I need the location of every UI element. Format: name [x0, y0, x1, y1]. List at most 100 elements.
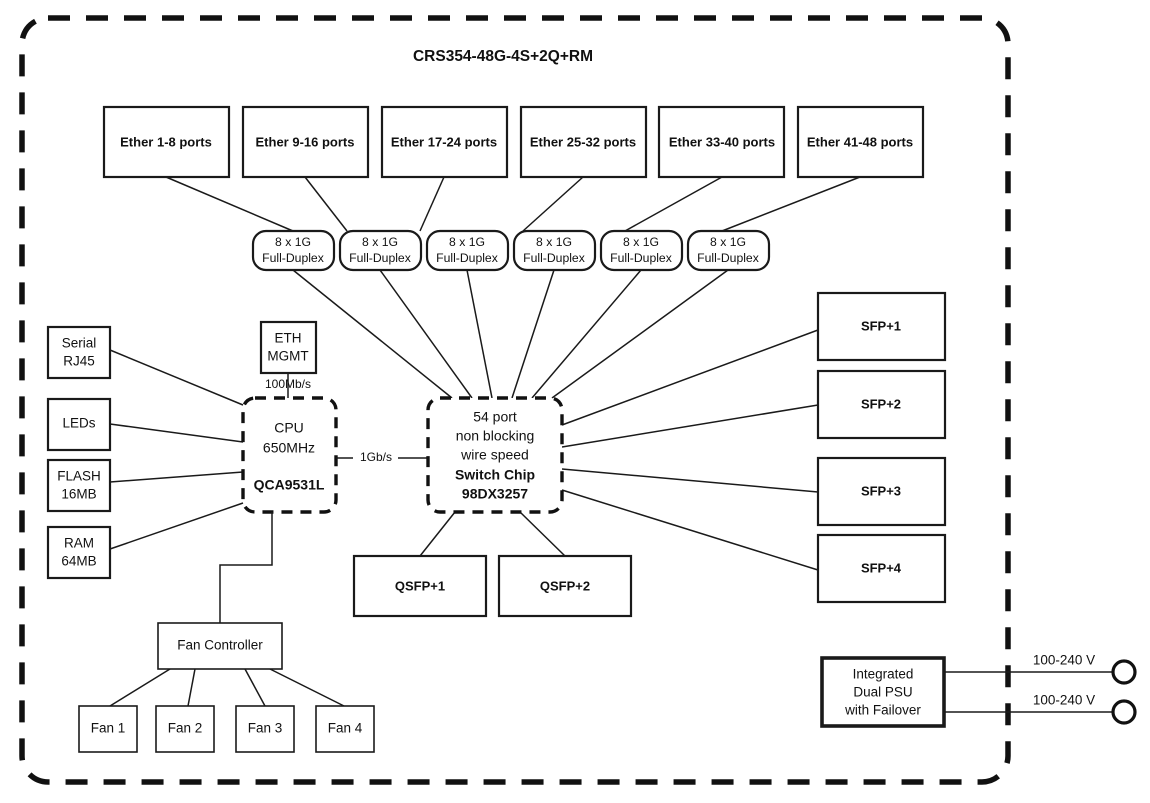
power-inputs: 100-240 V 100-240 V: [1033, 653, 1137, 725]
power-input-label: 100-240 V: [1033, 653, 1095, 668]
port-group-pill[interactable]: 8 x 1G Full-Duplex: [338, 229, 423, 272]
power-input-label: 100-240 V: [1033, 693, 1095, 708]
fan-label: Fan 1: [91, 721, 126, 736]
ether-port-label: Ether 25-32 ports: [530, 134, 636, 149]
sfp-port-label: SFP+4: [861, 560, 902, 575]
sfp-port-boxes: SFP+1 SFP+2 SFP+3 SFP+4: [816, 291, 947, 604]
ether-port-box[interactable]: Ether 25-32 ports: [519, 105, 648, 179]
ether-port-box[interactable]: Ether 33-40 ports: [657, 105, 786, 179]
sfp-port-label: SFP+1: [861, 318, 901, 333]
qsfp-port-box[interactable]: QSFP+1: [352, 554, 488, 618]
ether-port-box[interactable]: Ether 1-8 ports: [102, 105, 231, 179]
port-group-pills: 8 x 1G Full-Duplex 8 x 1G Full-Duplex 8 …: [251, 229, 771, 272]
sfp-port-box[interactable]: SFP+1: [816, 291, 947, 362]
port-group-pill[interactable]: 8 x 1G Full-Duplex: [599, 229, 684, 272]
switch-chip-line2: non blocking: [456, 428, 535, 444]
ether-port-box[interactable]: Ether 9-16 ports: [241, 105, 370, 179]
port-group-rate: 8 x 1G: [536, 235, 572, 249]
fan-controller-box[interactable]: Fan Controller: [157, 622, 283, 670]
cpu-block[interactable]: CPU 650MHz QCA9531L: [241, 396, 338, 514]
ether-port-label: Ether 17-24 ports: [391, 134, 497, 149]
ether-port-label: Ether 1-8 ports: [120, 134, 212, 149]
switch-to-qsfp-links: [419, 511, 566, 557]
switch-chip-line4: Switch Chip: [455, 467, 535, 483]
sfp-port-label: SFP+3: [861, 483, 901, 498]
ether-port-boxes: Ether 1-8 ports Ether 9-16 ports Ether 1…: [102, 105, 925, 179]
peripheral-label-line1: Serial: [62, 336, 97, 351]
port-group-rate: 8 x 1G: [362, 235, 398, 249]
peripheral-label-line2: RJ45: [63, 354, 95, 369]
peripheral-box-leds[interactable]: LEDs: [46, 397, 112, 452]
switch-chip-block[interactable]: 54 port non blocking wire speed Switch C…: [426, 396, 564, 514]
port-group-mode: Full-Duplex: [262, 251, 324, 265]
sfp-port-box[interactable]: SFP+2: [816, 369, 947, 440]
port-group-rate: 8 x 1G: [710, 235, 746, 249]
ether-port-label: Ether 33-40 ports: [669, 134, 775, 149]
psu-label-line1: Integrated: [853, 667, 914, 682]
psu-label-line2: Dual PSU: [853, 685, 912, 700]
fan-box[interactable]: Fan 3: [235, 705, 295, 753]
peripheral-label-line1: FLASH: [57, 469, 101, 484]
ether-port-box[interactable]: Ether 17-24 ports: [380, 105, 509, 179]
fan-controller-label: Fan Controller: [177, 638, 263, 653]
peripheral-box-serial-rj45[interactable]: Serial RJ45: [46, 325, 112, 380]
fan-label: Fan 4: [328, 721, 363, 736]
port-group-mode: Full-Duplex: [349, 251, 411, 265]
cpu-switch-speed-label: 1Gb/s: [360, 450, 392, 464]
peripheral-box-flash[interactable]: FLASH 16MB: [46, 458, 112, 513]
port-group-mode: Full-Duplex: [697, 251, 759, 265]
port-group-pill[interactable]: 8 x 1G Full-Duplex: [686, 229, 771, 272]
cpu-switch-link: 1Gb/s: [336, 450, 428, 464]
diagram-title: CRS354-48G-4S+2Q+RM: [413, 48, 593, 65]
qsfp-port-boxes: QSFP+1 QSFP+2: [352, 554, 633, 618]
power-jack-icon[interactable]: [1111, 659, 1137, 685]
eth-mgmt-label-line1: ETH: [275, 331, 302, 346]
cpu-label-line2: 650MHz: [263, 440, 315, 456]
switch-chip-line3: wire speed: [460, 447, 529, 463]
fan-box[interactable]: Fan 1: [78, 705, 138, 753]
power-input-lines: [944, 671, 1112, 713]
fan-box[interactable]: Fan 4: [315, 705, 375, 753]
port-group-pill[interactable]: 8 x 1G Full-Duplex: [425, 229, 510, 272]
port-group-rate: 8 x 1G: [623, 235, 659, 249]
peripheral-to-cpu-links: [109, 349, 244, 550]
qsfp-port-label: QSFP+1: [395, 578, 445, 593]
cpu-label-line1: CPU: [274, 420, 304, 436]
peripheral-label-line2: 64MB: [61, 554, 96, 569]
port-group-pill[interactable]: 8 x 1G Full-Duplex: [251, 229, 336, 272]
port-group-mode: Full-Duplex: [523, 251, 585, 265]
port-group-pill[interactable]: 8 x 1G Full-Duplex: [512, 229, 597, 272]
psu-label-line3: with Failover: [844, 703, 921, 718]
cpu-label-part-number: QCA9531L: [254, 477, 325, 493]
fan-box[interactable]: Fan 2: [155, 705, 215, 753]
eth-mgmt-box[interactable]: ETH MGMT: [259, 320, 318, 375]
power-jack-icon[interactable]: [1111, 699, 1137, 725]
peripheral-label-line2: 16MB: [61, 487, 96, 502]
switch-chip-line1: 54 port: [473, 409, 517, 425]
eth-mgmt-label-line2: MGMT: [267, 349, 308, 364]
port-group-rate: 8 x 1G: [275, 235, 311, 249]
chassis-boundary: [19, 15, 1011, 785]
port-group-rate: 8 x 1G: [449, 235, 485, 249]
switch-chip-part-number: 98DX3257: [462, 486, 528, 502]
ether-port-label: Ether 41-48 ports: [807, 134, 913, 149]
port-group-mode: Full-Duplex: [610, 251, 672, 265]
sfp-port-box[interactable]: SFP+3: [816, 456, 947, 527]
qsfp-port-box[interactable]: QSFP+2: [497, 554, 633, 618]
sfp-port-box[interactable]: SFP+4: [816, 533, 947, 604]
psu-box[interactable]: Integrated Dual PSU with Failover: [820, 656, 946, 728]
peripheral-label-line1: RAM: [64, 536, 94, 551]
eth-mgmt-speed-label: 100Mb/s: [265, 377, 311, 391]
peripheral-boxes: Serial RJ45 LEDs FLASH 16MB RAM 64MB: [46, 325, 112, 580]
fan-boxes: Fan 1 Fan 2 Fan 3 Fan 4: [78, 705, 375, 753]
peripheral-box-ram[interactable]: RAM 64MB: [46, 525, 112, 580]
peripheral-label-line1: LEDs: [62, 416, 95, 431]
ether-port-box[interactable]: Ether 41-48 ports: [796, 105, 925, 179]
fan-label: Fan 2: [168, 721, 203, 736]
port-group-mode: Full-Duplex: [436, 251, 498, 265]
sfp-port-label: SFP+2: [861, 396, 901, 411]
fan-label: Fan 3: [248, 721, 283, 736]
cpu-to-fan-controller-link: [219, 512, 273, 623]
group-to-switch-links: [292, 269, 729, 399]
